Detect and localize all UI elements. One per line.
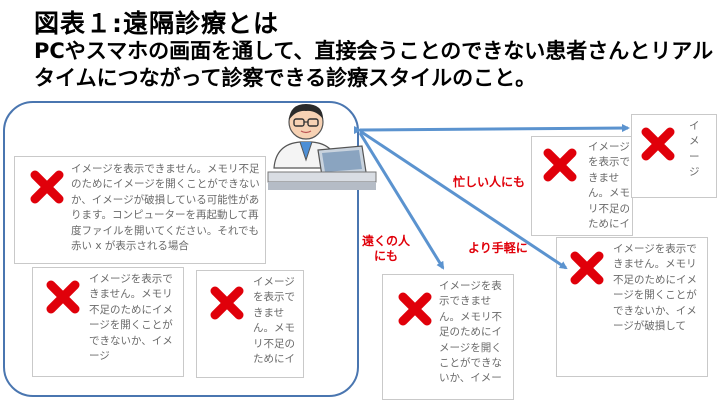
callout-easy: より手軽に <box>468 241 528 255</box>
broken-image-right-top-a: イメージを表示できません。メモリ不足のためにイ <box>531 136 633 236</box>
arrow-to-right-top <box>353 124 630 135</box>
red-x-icon <box>543 148 577 182</box>
broken-image-left-bottom-b: イメージを表示できません。メモリ不足のためにイ <box>196 270 304 378</box>
broken-image-left-bottom-a: イメージを表示できません。メモリ不足のためにイメージを開くことができないか、イメ… <box>32 267 184 377</box>
broken-image-message: イメージを表示できません。メモリ不足のためにイメージを開くことができないか、イメ… <box>613 243 697 333</box>
red-x-icon <box>210 286 244 320</box>
red-x-icon <box>641 127 675 161</box>
red-x-icon <box>570 251 604 285</box>
doctor-illustration <box>267 104 377 190</box>
red-x-icon <box>46 280 80 314</box>
broken-image-center-bottom: イメージを表示できません。メモリ不足のためにイメージを開くことができないか、イメ… <box>382 274 514 400</box>
broken-image-message: イメージを表示できません。メモリ不足のためにイメージを開くことができないか、イメ… <box>439 280 502 385</box>
broken-image-message: イメージを表示できません。メモリ不足のためにイメージを開くことができないか、イメ… <box>71 163 260 253</box>
slide-title: 図表１:遠隔診療とは <box>34 9 279 38</box>
broken-image-right-bottom: イメージを表示できません。メモリ不足のためにイメージを開くことができないか、イメ… <box>556 237 708 377</box>
broken-image-message: イメージを表示できません。メモリ不足のためにイ <box>588 141 630 231</box>
arrow-to-right-bottom <box>359 129 568 270</box>
callout-busy: 忙しい人にも <box>453 175 526 189</box>
slide-subtitle: PCやスマホの画面を通して、直接会うことのできない患者さんとリアルタイムにつなが… <box>34 39 714 90</box>
patient-group-frame <box>3 101 359 397</box>
red-x-icon <box>30 170 64 204</box>
broken-image-message: イメージを表示できません。メモリ不足のためにイメージを開くことができないか、イメ… <box>89 273 173 363</box>
arrow-to-center-bottom <box>358 132 445 270</box>
broken-image-right-top-b: イメージ <box>631 114 717 198</box>
broken-image-message: イメージ <box>689 120 700 179</box>
red-x-icon <box>398 292 432 326</box>
broken-image-message: イメージを表示できません。メモリ不足のためにイ <box>253 276 295 366</box>
broken-image-left-large: イメージを表示できません。メモリ不足のためにイメージを開くことができないか、イメ… <box>14 156 266 264</box>
callout-far-line1: 遠くの人 <box>362 234 411 248</box>
callout-far-line2: にも <box>374 249 399 263</box>
callout-far: 遠くの人 にも <box>362 234 410 264</box>
